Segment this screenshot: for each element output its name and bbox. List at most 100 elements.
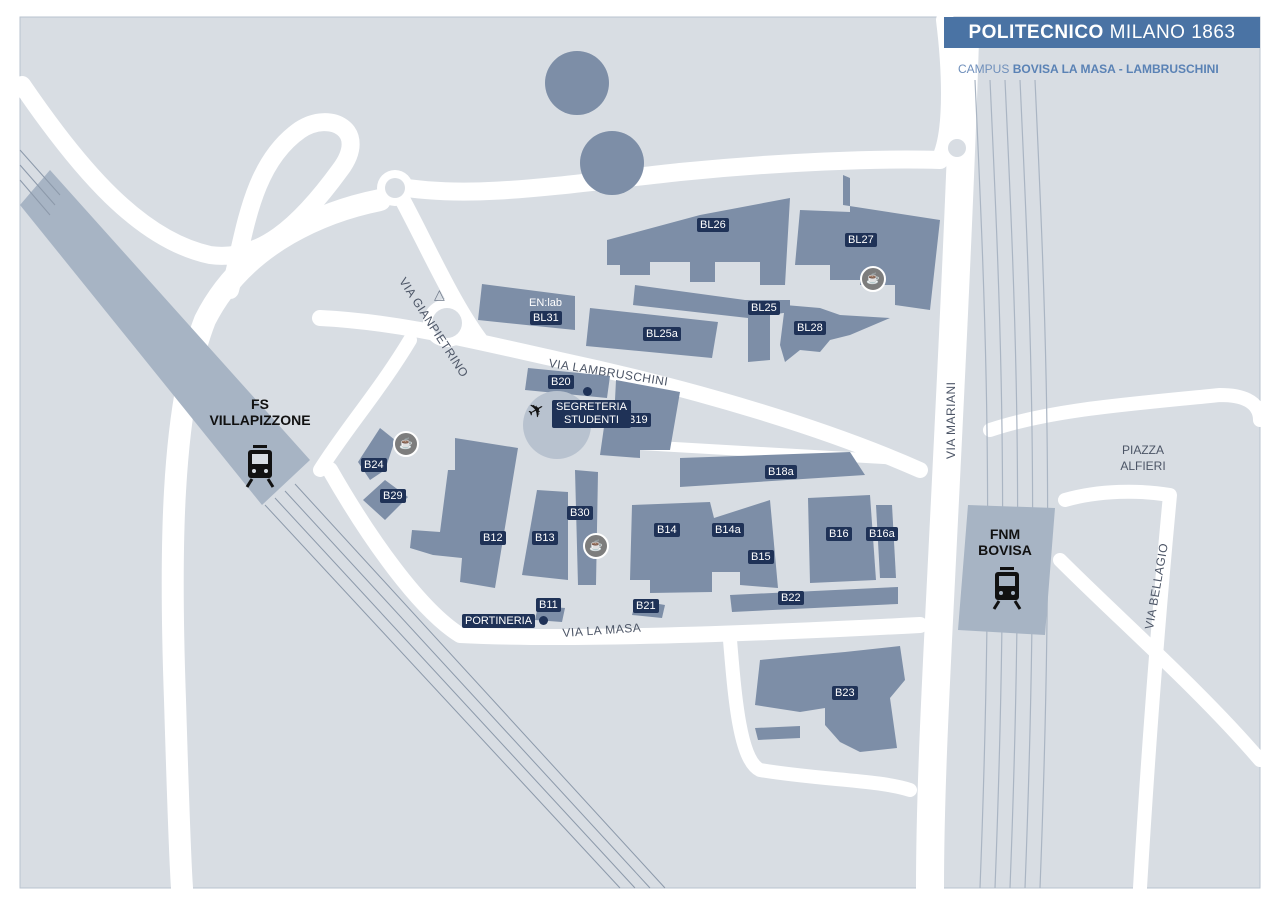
label-b16a[interactable]: B16a [866,527,898,541]
street-via-mariani: VIA MARIANI [944,381,958,459]
train-leg-right [1013,600,1022,610]
label-b19[interactable]: B19 [625,413,651,427]
label-b15[interactable]: B15 [748,550,774,564]
subtitle-name: BOVISA LA MASA - LAMBRUSCHINI [1012,62,1219,76]
train-icon [992,567,1022,610]
building-b30 [575,470,598,585]
rail-track-w3 [19,179,51,216]
portineria-dot-icon [539,616,548,625]
fnm-line1: FNM [989,526,1021,542]
segreteria-dot-icon [583,387,592,396]
label-segreteria-studenti[interactable]: SEGRETERIA STUDENTI [552,400,631,428]
building-b23 [755,646,905,752]
label-b18a[interactable]: B18a [765,465,797,479]
train-icon [245,445,275,488]
rail-track-w5 [274,497,636,889]
train-window [999,576,1015,586]
road-east [983,388,1267,437]
label-b14a[interactable]: B14a [712,523,744,537]
station-fnm-bovisa[interactable]: FNM BOVISA [965,526,1045,558]
road-south-spur [723,633,917,797]
campus-subtitle: CAMPUS BOVISA LA MASA - LAMBRUSCHINI [958,62,1219,76]
train-light-left [252,469,256,473]
rail-track-w2 [19,164,56,206]
rail-track-e5 [1034,79,1049,889]
label-b22[interactable]: B22 [778,591,804,605]
road-la-masa [322,462,928,645]
campus-title-banner: POLITECNICO MILANO 1863 [944,17,1260,48]
label-b24[interactable]: B24 [361,458,387,472]
rail-track-w4 [264,504,621,889]
label-b29[interactable]: B29 [380,489,406,503]
label-b11[interactable]: B11 [536,598,561,612]
label-b12[interactable]: B12 [480,531,506,545]
label-b16[interactable]: B16 [826,527,852,541]
station-fs-villapizzone[interactable]: FS VILLAPIZZONE [200,396,320,428]
train-top-bar [1000,567,1014,570]
segreteria-line1: SEGRETERIA [556,401,627,413]
train-leg-left [245,478,254,488]
building-bl28 [780,305,890,362]
rail-track-e1 [974,79,989,889]
fnm-line2: BOVISA [978,542,1032,558]
road-campus-east [635,440,905,465]
coffee-cup-icon: ☕ [860,266,886,292]
subtitle-prefix: CAMPUS [958,62,1010,76]
road-inner-west [313,333,417,477]
building-b14 [630,500,778,593]
roundabout-west-island [432,308,462,338]
label-enlab[interactable]: EN:lab [529,297,563,309]
railway-west [19,149,666,889]
segreteria-line2: STUDENTI [563,414,619,426]
train-light-right [264,469,268,473]
train-leg-right [266,478,275,488]
piazza-line2: ALFIERI [1120,459,1166,473]
road-southeast [1053,553,1267,767]
label-b21[interactable]: B21 [633,599,659,613]
triangle-marker-icon: △ [434,286,445,302]
building-b12 [410,438,518,588]
train-leg-left [992,600,1001,610]
label-portineria[interactable]: PORTINERIA [462,614,536,628]
label-bl25[interactable]: BL25 [748,301,780,315]
label-bl25a[interactable]: BL25a [643,327,681,341]
coffee-cup-icon: ☕ [583,533,609,559]
rail-track-w6 [284,490,651,889]
road-mariani [916,26,979,902]
gasometer-north [545,51,609,115]
label-b23[interactable]: B23 [832,686,858,700]
label-bl27[interactable]: BL27 [845,233,877,247]
rail-track-w1 [19,149,61,196]
building-bl26 [607,198,790,285]
roads [13,11,1267,902]
rail-tracks-west [19,149,666,889]
coffee-cup-icon: ☕ [393,431,419,457]
train-top-bar [253,445,267,448]
roundabout-east-island [948,139,966,157]
brand-rest: MILANO 1863 [1109,22,1236,43]
rail-track-e4 [1019,79,1034,889]
road-northwest [13,76,360,299]
rail-band-west [20,170,310,505]
rail-track-e2 [989,79,1004,889]
label-b30[interactable]: B30 [567,506,593,520]
fs-line1: FS [251,396,269,412]
label-b20[interactable]: B20 [548,375,574,389]
label-bl31[interactable]: BL31 [530,311,562,325]
road-bellagio [1058,484,1177,895]
railway-east [974,79,1049,889]
piazza-line1: PIAZZA [1121,443,1164,457]
label-bl28[interactable]: BL28 [794,321,826,335]
building-b23-annex [755,726,800,740]
road-lambruschini [312,310,928,478]
label-b13[interactable]: B13 [532,531,558,545]
train-light-left [999,591,1003,595]
rail-track-w7 [294,483,666,889]
roundabout-north-island [385,178,405,198]
fs-line2: VILLAPIZZONE [209,412,311,428]
label-b14[interactable]: B14 [654,523,680,537]
label-bl26[interactable]: BL26 [697,218,729,232]
train-light-right [1011,591,1015,595]
road-west-arc [161,189,391,899]
